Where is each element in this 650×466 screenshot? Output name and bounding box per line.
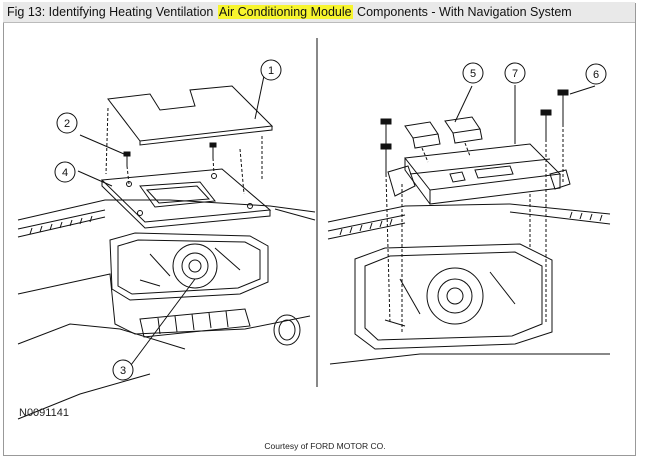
callout-4-label: 4 bbox=[62, 167, 68, 179]
bolts-part-6 bbox=[380, 89, 569, 174]
callout-1-label: 1 bbox=[268, 65, 274, 77]
title-suffix: Components - With Navigation System bbox=[353, 5, 572, 19]
bezel-part-4 bbox=[100, 168, 272, 229]
callout-2-label: 2 bbox=[64, 118, 70, 130]
callout-6-label: 6 bbox=[593, 69, 599, 81]
callout-7-label: 7 bbox=[512, 68, 518, 80]
callout-6-circle bbox=[585, 63, 607, 85]
callout-7-circle bbox=[504, 62, 526, 84]
callout-5-label: 5 bbox=[470, 68, 476, 80]
figure-code: N0091141 bbox=[19, 407, 69, 419]
right-dashboard-drawing bbox=[327, 203, 611, 365]
connectors-part-5 bbox=[404, 116, 483, 163]
title-highlight: Air Conditioning Module bbox=[217, 5, 353, 19]
callout-5-circle bbox=[462, 62, 484, 84]
callout-1-circle bbox=[260, 59, 282, 81]
title-prefix: Fig 13: Identifying Heating Ventilation bbox=[7, 5, 217, 19]
callout-3-circle bbox=[112, 359, 134, 381]
image-credit: Courtesy of FORD MOTOR CO. bbox=[264, 441, 386, 451]
callout-4-circle bbox=[54, 161, 76, 183]
module-part-7 bbox=[387, 143, 571, 205]
screws-part-2 bbox=[123, 142, 217, 157]
hvac-module-diagram: 1 2 3 4 5 6 7 bbox=[17, 38, 611, 420]
cover-part-1 bbox=[107, 85, 274, 146]
figure-title: Fig 13: Identifying Heating Ventilation … bbox=[3, 2, 635, 23]
left-dashboard-drawing bbox=[17, 199, 316, 420]
callout-2-circle bbox=[56, 112, 78, 134]
callout-3-label: 3 bbox=[120, 365, 126, 377]
